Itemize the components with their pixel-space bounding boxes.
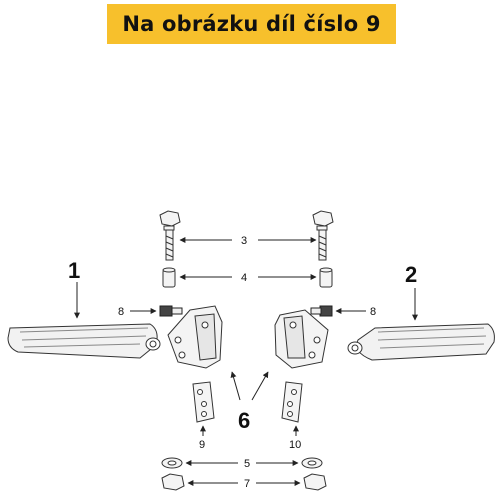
callout-8-left: 8 [118,306,124,318]
spacer-left [162,267,176,288]
bracket-left [167,305,223,369]
small-bolt-right [310,305,333,317]
callout-1: 1 [68,258,80,283]
plate-part-10 [281,381,303,423]
left-footpeg [7,323,161,359]
callout-7: 7 [244,478,250,490]
washer-left [161,457,183,469]
nut-left [161,473,185,491]
right-footpeg [347,323,495,361]
callout-6: 6 [238,408,250,433]
callout-10: 10 [289,439,301,451]
bolt-left [159,210,181,261]
callout-3: 3 [241,235,247,247]
callout-8-right: 8 [370,306,376,318]
callout-2: 2 [405,262,417,287]
callout-4: 4 [241,272,247,284]
callout-9: 9 [199,439,205,451]
small-bolt-left [159,305,183,317]
plate-part-9 [192,381,215,423]
leader-lines [74,237,418,486]
washer-right [301,457,323,469]
page-title: Na obrázku díl číslo 9 [107,4,396,44]
bracket-right [274,309,329,369]
callout-5: 5 [244,458,250,470]
bolt-right [312,210,334,261]
nut-right [303,473,327,491]
spacer-right [319,267,333,288]
